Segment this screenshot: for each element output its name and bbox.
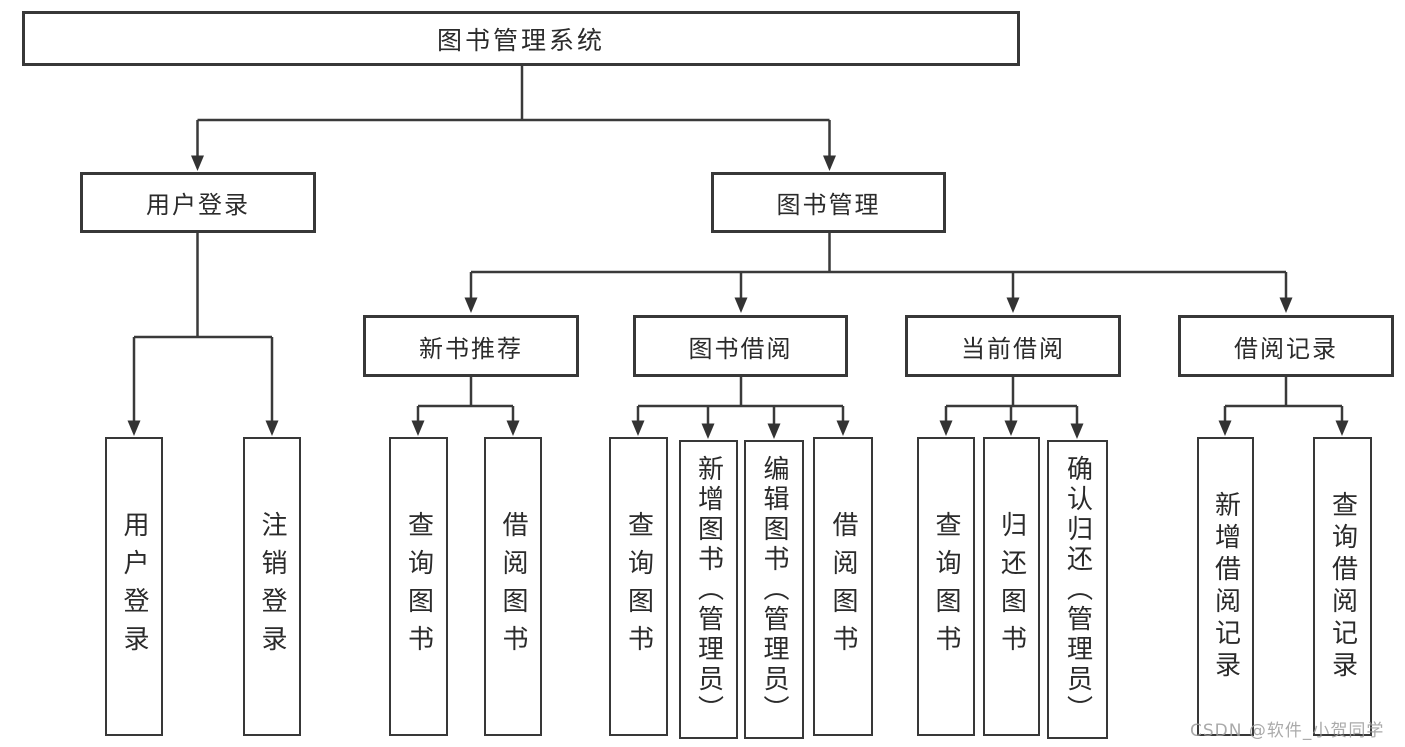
arrowheads: [127, 155, 1349, 439]
leaf-borrow-book: 借阅图书: [813, 437, 873, 736]
node-label: 图书借阅: [688, 334, 793, 363]
leaf-return-book: 归还图书: [983, 437, 1040, 736]
csdn-watermark: CSDN @软件_小贺同学: [1190, 721, 1385, 741]
node-label: 查询图书: [403, 510, 434, 663]
leaf-query-book-borrow: 查询图书: [609, 437, 668, 736]
node-label: 归还图书: [996, 510, 1027, 663]
node-book-management: 图书管理: [711, 172, 946, 233]
node-book-borrow: 图书借阅: [633, 315, 848, 377]
node-label: 借阅记录: [1234, 334, 1338, 363]
node-new-book-recommend: 新书推荐: [363, 315, 579, 377]
leaf-borrow-book-recommend: 借阅图书: [484, 437, 542, 736]
node-library-management-system: 图书管理系统: [22, 11, 1020, 66]
node-label: 查询借阅记录: [1327, 490, 1358, 683]
node-label: 用户登录: [119, 510, 149, 663]
node-label: 当前借阅: [961, 334, 1065, 363]
node-label: 编辑图书（管理员）: [759, 454, 789, 725]
node-current-borrow: 当前借阅: [905, 315, 1121, 377]
node-label: 用户登录: [146, 191, 250, 219]
leaf-add-borrow-record: 新增借阅记录: [1197, 437, 1254, 736]
node-label: 图书管理: [776, 191, 881, 219]
node-borrow-records: 借阅记录: [1178, 315, 1394, 377]
node-label: 查询图书: [931, 510, 961, 663]
leaf-add-book-admin: 新增图书（管理员）: [679, 440, 738, 739]
leaf-query-book-current: 查询图书: [917, 437, 975, 736]
node-label: 借阅图书: [498, 510, 528, 663]
leaf-query-borrow-record: 查询借阅记录: [1313, 437, 1372, 736]
leaf-confirm-return-admin: 确认归还（管理员）: [1047, 440, 1108, 739]
node-label: 图书管理系统: [436, 25, 605, 55]
node-label: 确认归还（管理员）: [1062, 454, 1093, 725]
node-user-login: 用户登录: [80, 172, 316, 233]
node-label: 注销登录: [257, 510, 287, 663]
leaf-query-book-recommend: 查询图书: [389, 437, 448, 736]
node-label: 查询图书: [623, 510, 654, 663]
node-label: 新增图书（管理员）: [693, 454, 724, 725]
leaf-logout: 注销登录: [243, 437, 301, 736]
leaf-user-login: 用户登录: [105, 437, 163, 736]
node-label: 新书推荐: [419, 334, 523, 363]
node-label: 借阅图书: [828, 510, 858, 663]
node-label: 新增借阅记录: [1210, 490, 1241, 683]
leaf-edit-book-admin: 编辑图书（管理员）: [744, 440, 804, 739]
